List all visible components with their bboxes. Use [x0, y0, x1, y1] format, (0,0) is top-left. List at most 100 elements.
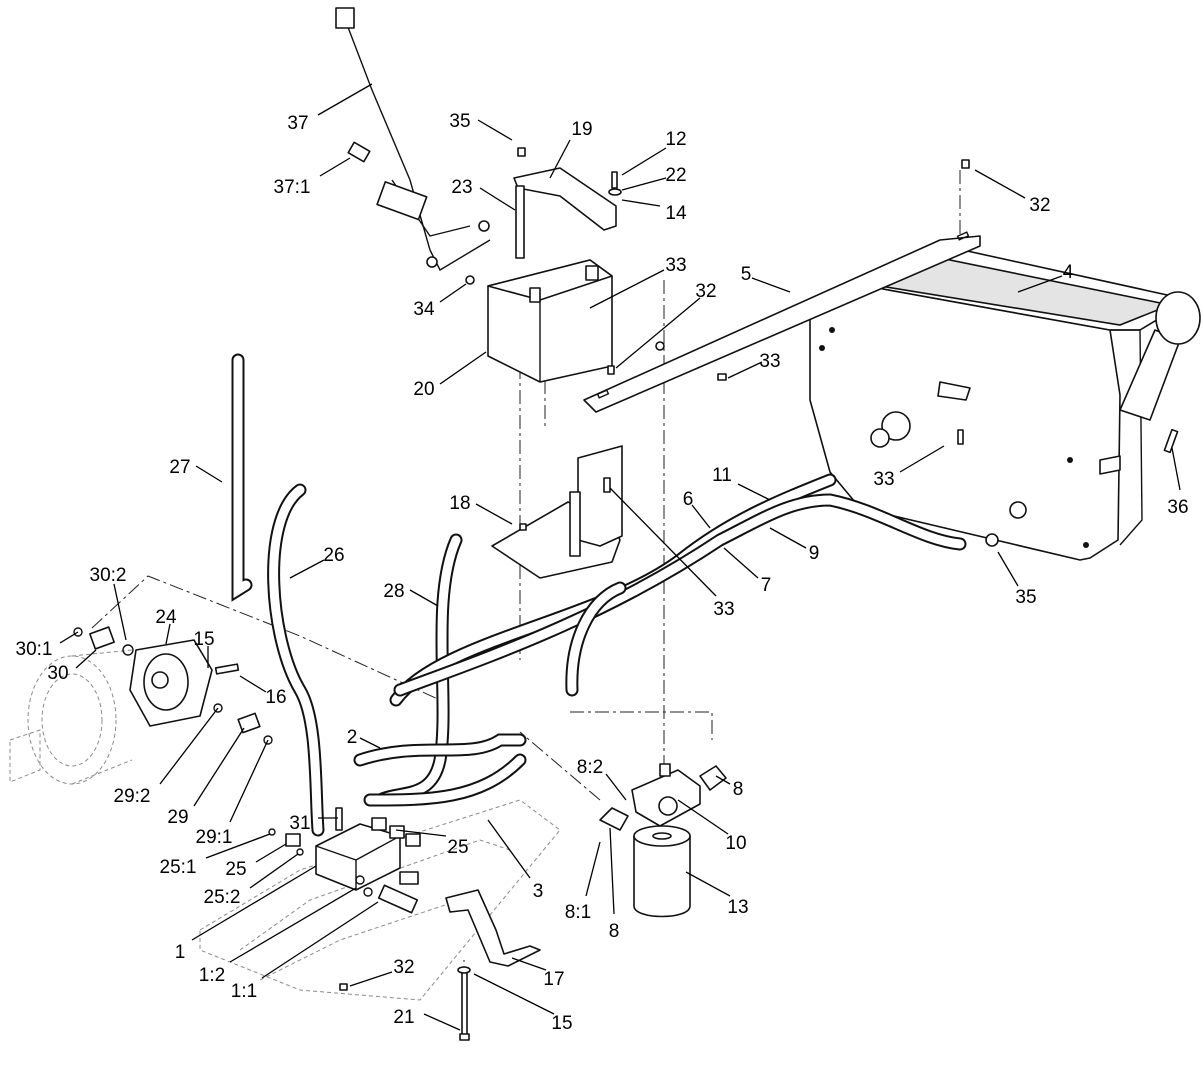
- callout-label-c15: 33: [759, 351, 780, 372]
- callout-label-c26: 35: [1015, 587, 1036, 608]
- pump-motor-ghost: [9, 649, 133, 785]
- callout-label-c11: 34: [413, 299, 435, 320]
- callout-label-c33: 30: [47, 663, 68, 684]
- callout-label-c46: 3: [533, 881, 544, 902]
- leader-line-c40: [193, 727, 245, 807]
- callout-label-c27: 30:2: [90, 565, 127, 586]
- leader-line-c47: [249, 853, 299, 889]
- callout-label-c7: 14: [665, 203, 687, 224]
- hoses: [231, 353, 967, 837]
- leader-line-c50: [685, 871, 731, 897]
- leader-line-c43: [395, 829, 447, 837]
- callout-label-c53: 32: [393, 957, 414, 978]
- leader-line-c35: [359, 737, 381, 749]
- valve-block: [268, 807, 421, 914]
- leader-line-c24: [289, 559, 325, 579]
- leader-line-c46: [487, 819, 531, 879]
- callout-label-c13: 4: [1063, 262, 1074, 283]
- leader-line-c4: [549, 139, 571, 179]
- support-strap: [583, 231, 981, 413]
- callout-label-c5: 12: [665, 129, 686, 150]
- leader-line-c11: [439, 283, 467, 303]
- leader-line-c20: [737, 483, 771, 501]
- callout-label-c36: 8:2: [577, 757, 603, 778]
- leader-line-c22: [475, 503, 513, 525]
- callout-label-c20: 11: [712, 465, 732, 486]
- leader-line-c57: [423, 1013, 461, 1031]
- callout-label-c10: 33: [665, 255, 686, 276]
- leader-line-c36: [605, 773, 627, 801]
- callout-label-c14: 32: [695, 281, 716, 302]
- callout-label-c37: 8: [733, 779, 744, 800]
- leader-line-c53: [349, 971, 393, 987]
- leader-line-c15: [727, 361, 763, 379]
- leader-line-c51: [191, 865, 317, 941]
- callout-label-c4: 19: [571, 119, 592, 140]
- leader-line-c42: [229, 739, 269, 823]
- callout-label-c57: 21: [393, 1007, 414, 1028]
- leader-line-c37: [715, 775, 731, 785]
- callout-label-c34: 16: [265, 687, 286, 708]
- leader-line-c7: [621, 199, 661, 207]
- leader-line-c17: [195, 465, 223, 483]
- leader-line-c10: [589, 269, 665, 309]
- leader-line-c23: [769, 527, 807, 549]
- battery-tray: [491, 445, 623, 579]
- callout-label-c51: 1: [175, 942, 186, 963]
- callout-label-c47: 25:2: [204, 887, 241, 908]
- battery: [487, 259, 613, 383]
- callout-label-c1: 37: [287, 113, 308, 134]
- callout-label-c32: 15: [193, 629, 214, 650]
- callout-label-c41: 10: [725, 833, 746, 854]
- leader-line-c3: [477, 119, 513, 141]
- callout-label-c21: 6: [683, 489, 694, 510]
- leader-line-c52: [229, 887, 357, 963]
- leader-line-c9: [974, 169, 1026, 199]
- leader-line-c6: [621, 177, 667, 191]
- fasteners: [465, 147, 1179, 547]
- callout-label-c52: 1:2: [199, 965, 225, 986]
- leader-line-c26: [997, 551, 1019, 587]
- leader-line-c38: [159, 707, 219, 785]
- leader-line-c33: [75, 649, 97, 669]
- callout-label-c50: 13: [727, 897, 748, 918]
- callout-label-c29: 33: [713, 599, 734, 620]
- callout-label-c18: 33: [873, 469, 894, 490]
- callout-label-c55: 1:1: [231, 981, 257, 1002]
- callout-label-c23: 9: [809, 543, 820, 564]
- leader-line-c5: [621, 147, 667, 176]
- callout-label-c17: 27: [169, 457, 190, 478]
- leader-line-c28: [409, 589, 439, 607]
- leader-line-c55: [261, 901, 379, 979]
- pump: [73, 626, 273, 745]
- callout-label-c31: 24: [155, 607, 177, 628]
- leader-line-c13: [1017, 275, 1063, 293]
- leader-line-c48: [585, 841, 601, 897]
- callout-label-c6: 22: [665, 165, 686, 186]
- leader-line-c19: [1171, 447, 1181, 491]
- callout-label-c44: 25:1: [160, 857, 197, 878]
- leader-line-c49: [609, 827, 615, 915]
- leader-line-c44: [205, 833, 271, 859]
- callout-label-c42: 29:1: [196, 827, 233, 848]
- leader-line-c54: [511, 957, 547, 971]
- leader-line-c56: [473, 973, 555, 1015]
- callout-label-c35: 2: [347, 727, 358, 748]
- callout-label-c48: 8:1: [565, 902, 591, 923]
- callout-label-c2: 37:1: [274, 177, 311, 198]
- callout-label-c54: 17: [543, 969, 564, 990]
- leader-line-c34: [239, 675, 267, 693]
- filter-assembly: [599, 763, 727, 918]
- callout-label-c56: 15: [551, 1013, 572, 1034]
- callout-label-c45: 25: [225, 859, 246, 880]
- callout-label-c25: 7: [761, 575, 772, 596]
- callout-label-c39: 31: [289, 813, 310, 834]
- callout-label-c43: 25: [447, 837, 468, 858]
- callout-label-c8: 23: [451, 177, 472, 198]
- callout-label-c49: 8: [609, 921, 620, 942]
- leader-line-c14: [615, 297, 701, 369]
- callout-label-c30: 30:1: [16, 639, 53, 660]
- leader-line-c21: [691, 504, 711, 529]
- callout-label-c40: 29: [167, 807, 188, 828]
